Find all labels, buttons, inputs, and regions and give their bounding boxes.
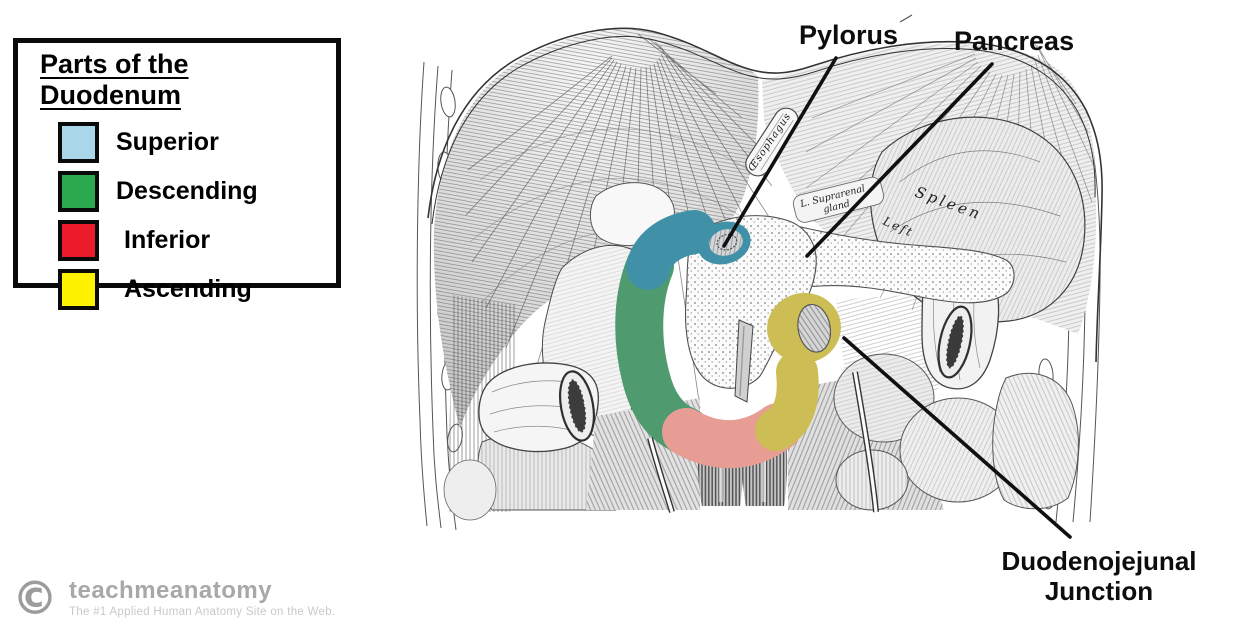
pancreas bbox=[685, 215, 1015, 389]
dj-label-line1: Duodenojejunal bbox=[1001, 546, 1197, 576]
descending-color-swatch bbox=[58, 170, 99, 212]
duodenum-descending-overlay bbox=[615, 242, 710, 455]
right-retroperitoneum bbox=[833, 256, 1079, 511]
ureters bbox=[647, 371, 879, 513]
legend-item-inferior: Inferior bbox=[58, 219, 336, 261]
dj-leader-line bbox=[842, 336, 1072, 539]
pancreas-label: Pancreas bbox=[954, 26, 1075, 56]
pylorus-label: Pylorus bbox=[799, 20, 899, 50]
legend-item-superior: Superior bbox=[58, 121, 336, 163]
copyright-icon: © bbox=[12, 571, 58, 625]
duodenum bbox=[615, 210, 819, 469]
legend-item-ascending: Ascending bbox=[58, 268, 336, 310]
ascending-color-swatch bbox=[58, 268, 99, 310]
bile-duct-probe bbox=[734, 319, 754, 403]
body-outline bbox=[427, 27, 1103, 363]
duodenum-ascending-overlay bbox=[755, 351, 819, 451]
superior-color-swatch bbox=[58, 121, 99, 163]
pylorus-leader-line bbox=[722, 56, 838, 248]
duodenojejunal-junction-label: Duodenojejunal Junction bbox=[982, 546, 1216, 606]
leader-lines bbox=[722, 56, 1072, 539]
legend-title: Parts of the Duodenum bbox=[40, 49, 189, 110]
legend-label: Ascending bbox=[124, 274, 252, 303]
legend-label: Inferior bbox=[124, 225, 211, 254]
legend-item-descending: Descending bbox=[58, 170, 336, 212]
brand-name: teachmeanatomy bbox=[69, 577, 273, 604]
legend-label: Superior bbox=[116, 127, 219, 156]
brand-tagline: The #1 Applied Human Anatomy Site on the… bbox=[69, 606, 336, 618]
cut-colon-left bbox=[478, 362, 600, 453]
site-logo: © teachmeanatomy The #1 Applied Human An… bbox=[12, 571, 336, 625]
dj-label-line2: Junction bbox=[1044, 576, 1154, 606]
duodenum-superior-overlay bbox=[626, 210, 716, 290]
pancreas-leader-line bbox=[805, 62, 994, 258]
inferior-color-swatch bbox=[58, 219, 99, 261]
legend-box: Parts of the Duodenum Superior Descendin… bbox=[13, 38, 341, 310]
legend-label: Descending bbox=[116, 176, 258, 205]
duodenojejunal-ring bbox=[767, 292, 841, 364]
